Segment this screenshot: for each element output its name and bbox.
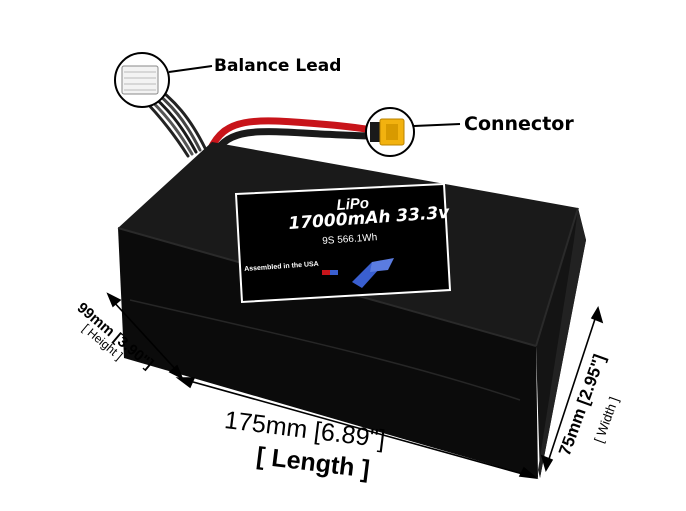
balance-lead-pointer [168, 65, 213, 73]
connector-label: Connector [464, 113, 574, 135]
length-dimension-arrow [175, 377, 539, 480]
flag-icon [322, 270, 338, 275]
brand-logo-icon [352, 258, 394, 288]
height-dimension-arrow [106, 292, 184, 380]
battery-label-panel [234, 182, 452, 304]
main-power-leads [206, 117, 376, 158]
width-dimension-arrow [540, 306, 604, 472]
balance-plug [121, 65, 159, 95]
connector-pointer [413, 123, 461, 127]
balance-lead-label: Balance Lead [214, 56, 342, 76]
xt-connector [370, 118, 405, 146]
